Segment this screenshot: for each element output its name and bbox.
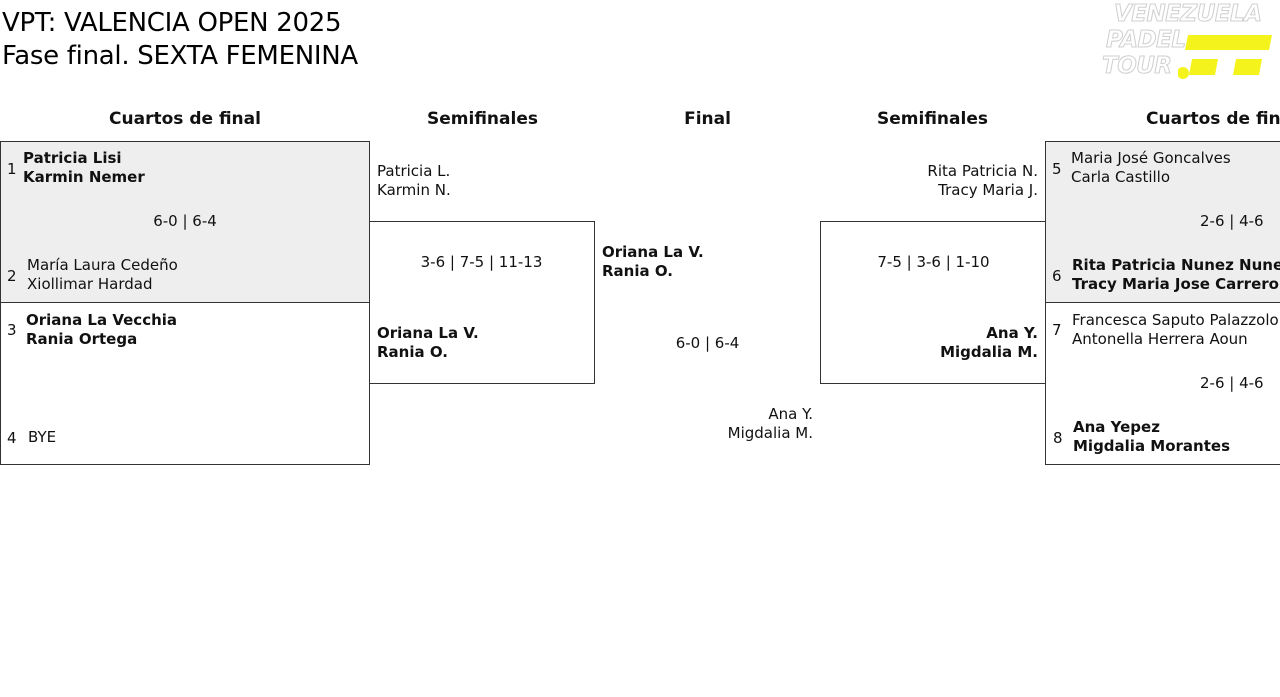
player-name: Patricia L. [377,162,451,180]
player-name: Patricia Lisi [23,149,122,167]
player-name: Xiollimar Hardad [27,275,153,293]
round-heading-left-quarters: Cuartos de final [109,109,261,129]
player-name: Migdalia M. [940,343,1038,361]
right-qf2-team-a: Francesca Saputo Palazzolo Antonella Her… [1072,311,1280,351]
player-name: Ana Y. [768,405,813,423]
round-heading-left-semis: Semifinales [427,109,538,129]
player-name: Francesca Saputo Palazzolo [1072,311,1279,329]
player-name: Ana Y. [986,324,1038,342]
left-quarter-match-1 [0,141,370,303]
player-name: Oriana La Vecchia [26,311,178,329]
right-quarter-match-1 [1045,141,1280,303]
player-name: Karmin N. [377,181,451,199]
match-score: 6-0 | 6-4 [153,212,217,230]
player-name: Karmin Nemer [23,168,145,186]
player-name: Ana Yepez [1073,418,1160,436]
seed-number: 6 [1052,267,1062,285]
right-quarter-match-2 [1045,302,1280,465]
match-score: 2-6 | 4-6 [1200,212,1264,230]
player-name: Tracy Maria Jose Carrero Mo [1072,275,1280,293]
logo-word-1: VENEZUELA [1114,1,1263,27]
logo-racket-icon [1178,35,1272,79]
match-score: 3-6 | 7-5 | 11-13 [420,253,543,271]
page-title: VPT: VALENCIA OPEN 2025 [2,8,342,38]
seed-number: 8 [1053,429,1063,447]
page-subtitle: Fase final. SEXTA FEMENINA [2,41,358,71]
player-name: Rania O. [377,343,448,361]
player-name: Rania O. [602,262,673,280]
seed-number: 4 [7,429,17,447]
seed-number: 1 [7,160,17,178]
player-name: Oriana La V. [602,243,704,261]
player-name: Migdalia M. [727,424,813,442]
player-name: Carla Castillo [1071,168,1171,186]
seed-number: 7 [1052,321,1062,339]
match-score: 6-0 | 6-4 [675,334,740,352]
right-qf1-team-b: Rita Patricia Nunez Nunez Tracy Maria Jo… [1072,256,1280,296]
match-score: 7-5 | 3-6 | 1-10 [877,253,990,271]
player-name: Tracy Maria J. [938,181,1038,199]
logo-word-2: PADEL [1106,27,1187,53]
logo-word-3: TOUR [1102,53,1173,79]
seed-number: 3 [7,321,17,339]
player-name: Antonella Herrera Aoun [1072,330,1248,348]
player-name: BYE [28,428,57,446]
round-heading-right-quarters: Cuartos de final [1146,109,1280,129]
player-name: María Laura Cedeño [27,256,178,274]
seed-number: 5 [1052,160,1062,178]
player-name: Maria José Goncalves [1071,149,1231,167]
player-name: Migdalia Morantes [1073,437,1230,455]
seed-number: 2 [7,267,17,285]
round-heading-right-semis: Semifinales [877,109,988,129]
player-name: Rania Ortega [26,330,138,348]
left-semi-match [369,221,595,384]
player-name: Oriana La V. [377,324,479,342]
player-name: Rita Patricia N. [927,162,1038,180]
round-heading-final: Final [684,109,731,129]
player-name: Rita Patricia Nunez Nunez [1072,256,1280,274]
match-score: 2-6 | 4-6 [1200,374,1264,392]
venezuela-padel-tour-logo: VENEZUELA PADEL TOUR [1100,2,1278,82]
